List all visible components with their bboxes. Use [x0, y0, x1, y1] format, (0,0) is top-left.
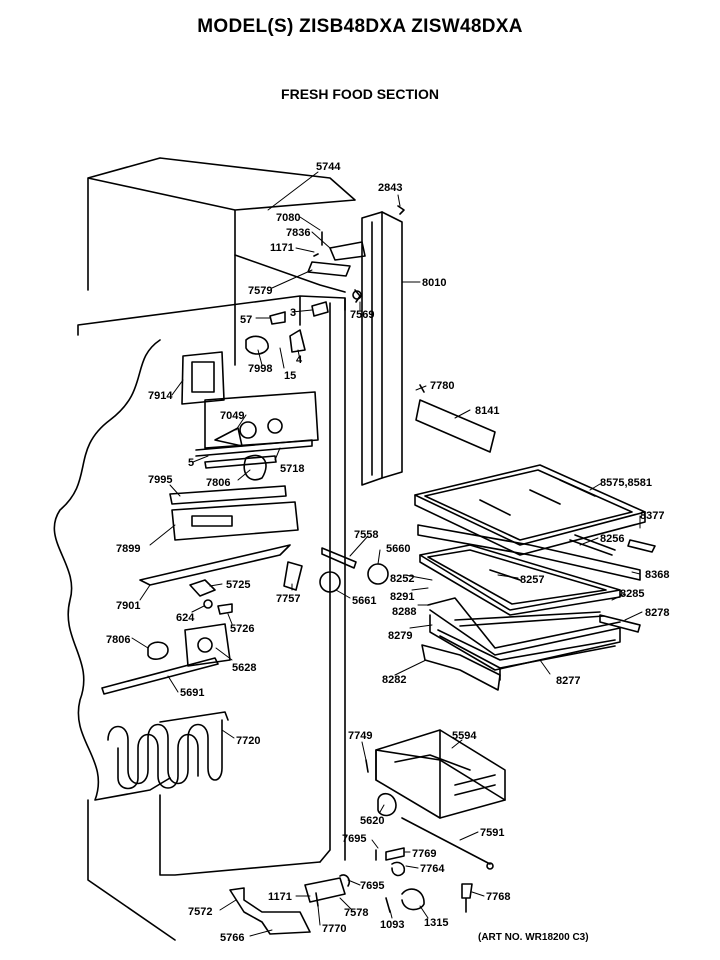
- art-number: (ART NO. WR18200 C3): [478, 932, 589, 943]
- part-label: 1093: [380, 919, 404, 931]
- part-label: 8277: [556, 675, 580, 687]
- part-label: 8285: [620, 588, 644, 600]
- part-label: 5725: [226, 579, 250, 591]
- part-label: 7770: [322, 923, 346, 935]
- part-labels: 5744 2843 7080 7836 1171 8010 7579 7569 …: [106, 161, 669, 944]
- door-trim-8010: [361, 211, 403, 486]
- misc-lower-parts: [229, 759, 494, 935]
- part-label: 5594: [452, 730, 477, 742]
- part-label: 7806: [106, 634, 130, 646]
- part-label: 5628: [232, 662, 256, 674]
- part-label: 8256: [600, 533, 624, 545]
- part-label: 7998: [248, 363, 272, 375]
- part-label: 8377: [640, 510, 664, 522]
- control-housing: [181, 351, 319, 481]
- part-label: 5661: [352, 595, 376, 607]
- bracket-8141: [415, 384, 496, 453]
- part-label: 8257: [520, 574, 544, 586]
- part-label: 7769: [412, 848, 436, 860]
- part-label: 7757: [276, 593, 300, 605]
- part-label: 57: [240, 314, 252, 326]
- part-label: 1315: [424, 917, 448, 929]
- part-label: 5744: [316, 161, 341, 173]
- part-label: 1171: [268, 891, 292, 903]
- part-label: 7591: [480, 827, 504, 839]
- glass-shelf-middle: [419, 544, 621, 616]
- part-label: 5660: [386, 543, 410, 555]
- part-label: 8252: [390, 573, 414, 585]
- part-label: 7901: [116, 600, 140, 612]
- part-label: 7579: [248, 285, 272, 297]
- part-label: 8282: [382, 674, 406, 686]
- part-label: 624: [176, 612, 195, 624]
- section-title: FRESH FOOD SECTION: [281, 86, 439, 102]
- part-label: 1171: [270, 242, 294, 254]
- part-label: 7572: [188, 906, 212, 918]
- cabinet-outline: [53, 157, 356, 941]
- part-label: 7720: [236, 735, 260, 747]
- part-label: 7806: [206, 477, 230, 489]
- part-label: 5766: [220, 932, 244, 944]
- part-label: 5726: [230, 623, 254, 635]
- part-label: 7995: [148, 474, 172, 486]
- glass-shelf-top: [414, 464, 646, 556]
- part-label: 7768: [486, 891, 510, 903]
- part-label: 7558: [354, 529, 378, 541]
- part-label: 7899: [116, 543, 140, 555]
- part-label: 8575,8581: [600, 477, 652, 489]
- part-label: 8278: [645, 607, 669, 619]
- light-housing-5594: [375, 729, 506, 819]
- top-parts: [245, 205, 405, 355]
- part-label: 4: [296, 354, 303, 366]
- shelf-bracket-8282: [421, 644, 501, 691]
- part-label: 7695: [342, 833, 366, 845]
- control-lower-parts: [101, 485, 389, 695]
- part-label: 7695: [360, 880, 384, 892]
- part-label: 7764: [420, 863, 445, 875]
- part-label: 7049: [220, 410, 244, 422]
- part-label: 2843: [378, 182, 402, 194]
- part-label: 7569: [350, 309, 374, 321]
- part-label: 8141: [475, 405, 499, 417]
- part-label: 7836: [286, 227, 310, 239]
- part-label: 5620: [360, 815, 384, 827]
- part-label: 5691: [180, 687, 204, 699]
- part-label: 5: [188, 457, 194, 469]
- model-title: MODEL(S) ZISB48DXA ZISW48DXA: [197, 16, 523, 37]
- shelf-frame-8368: [417, 524, 656, 581]
- part-label: 3: [290, 307, 296, 319]
- shelf-frame-lower: [427, 597, 641, 671]
- part-label: 7749: [348, 730, 372, 742]
- part-label: 7780: [430, 380, 454, 392]
- part-label: 15: [284, 370, 296, 382]
- part-label: 5718: [280, 463, 304, 475]
- part-label: 7578: [344, 907, 368, 919]
- leader-lines: [131, 171, 643, 937]
- part-label: 7914: [148, 390, 173, 402]
- part-label: 8010: [422, 277, 446, 289]
- part-label: 7080: [276, 212, 300, 224]
- part-label: 8279: [388, 630, 412, 642]
- part-label: 8368: [645, 569, 669, 581]
- part-label: 8291: [390, 591, 414, 603]
- part-label: 8288: [392, 606, 416, 618]
- heater-coil-7720: [107, 711, 229, 790]
